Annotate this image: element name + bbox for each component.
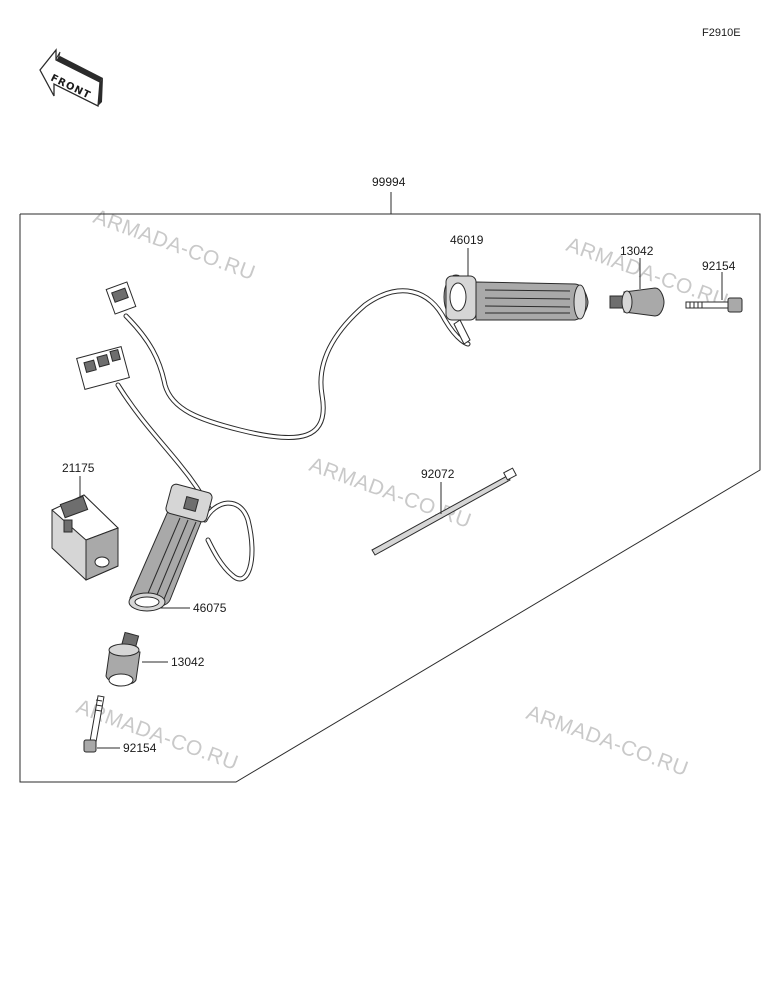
- label-kit: 99994: [372, 175, 406, 189]
- label-grip-left: 46075: [193, 601, 227, 615]
- controller-icon: [51, 494, 119, 581]
- watermark-top-left: ARMADA-CO.RU: [90, 205, 258, 285]
- multi-pin-connector-icon: [76, 345, 130, 391]
- label-controller: 21175: [62, 461, 95, 475]
- watermark-bottom-right: ARMADA-CO.RU: [523, 701, 691, 781]
- label-weight-left: 13042: [171, 655, 205, 669]
- label-cable-tie: 92072: [421, 467, 455, 481]
- label-bolt-left: 92154: [123, 741, 157, 755]
- grip-right-icon: [443, 274, 589, 345]
- watermark-center: ARMADA-CO.RU: [306, 453, 474, 533]
- front-arrow-icon: FRONT: [39, 48, 103, 108]
- kit-frame: 99994: [19, 175, 761, 783]
- small-connector-icon: [105, 281, 137, 315]
- bolt-right-icon: [685, 297, 743, 313]
- weight-right-icon: [609, 287, 665, 317]
- weight-left-icon: [105, 631, 141, 687]
- label-weight-right: 13042: [620, 244, 654, 258]
- figure-code: F2910E: [702, 27, 741, 39]
- label-bolt-right: 92154: [702, 259, 736, 273]
- cable-tie-icon: [371, 467, 517, 556]
- label-grip-right: 46019: [450, 233, 484, 247]
- grip-left-icon: [128, 483, 213, 612]
- bolt-left-icon: [83, 695, 105, 753]
